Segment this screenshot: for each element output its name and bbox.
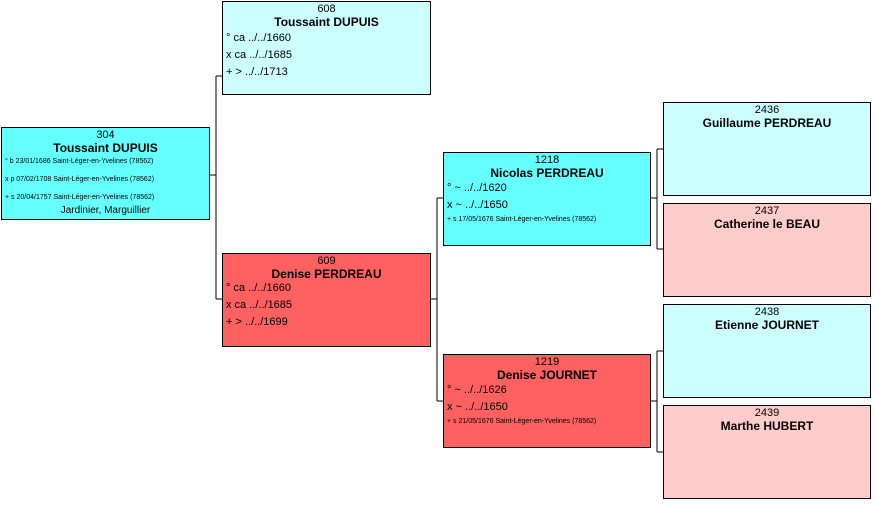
person-card-2439[interactable]: 2439 Marthe HUBERT: [663, 405, 871, 499]
death-event: + s 20/04/1757 Saint-Léger-en-Yvelines (…: [5, 194, 155, 201]
occupation: Jardinier, Marguillier: [60, 205, 151, 216]
death-event: + s 21/05/1676 Saint-Léger-en-Yvelines (…: [447, 418, 597, 425]
person-card-1219[interactable]: 1219 Denise JOURNET ° ~ ../../1626 x ~ .…: [443, 354, 651, 448]
person-name: Toussaint DUPUIS: [274, 15, 379, 29]
person-name: Denise JOURNET: [496, 368, 598, 382]
person-name: Marthe HUBERT: [720, 419, 814, 433]
person-number: 1219: [534, 356, 560, 368]
person-card-1218[interactable]: 1218 Nicolas PERDREAU ° ~ ../../1620 x ~…: [443, 152, 651, 246]
person-card-2437[interactable]: 2437 Catherine le BEAU: [663, 203, 871, 297]
birth-event: ° ~ ../../1626: [447, 384, 507, 396]
marriage-event: x p 07/02/1708 Saint-Léger-en-Yvelines (…: [5, 176, 155, 183]
person-name: Etienne JOURNET: [714, 318, 819, 332]
birth-event: ° b 23/01/1686 Saint-Léger-en-Yvelines (…: [5, 158, 154, 165]
person-number: 2437: [754, 205, 780, 217]
person-number: 609: [317, 255, 336, 267]
person-number: 2439: [754, 407, 780, 419]
person-number: 2438: [754, 306, 780, 318]
death-event: + s 17/05/1676 Saint-Léger-en-Yvelines (…: [447, 216, 597, 223]
birth-event: ° ca ../../1660: [226, 32, 291, 44]
person-number: 304: [96, 129, 115, 141]
marriage-event: x ~ ../../1650: [447, 401, 508, 413]
person-name: Guillaume PERDREAU: [702, 116, 832, 130]
person-name: Toussaint DUPUIS: [53, 141, 158, 155]
person-card-304[interactable]: 304 Toussaint DUPUIS ° b 23/01/1686 Sain…: [1, 127, 210, 220]
birth-event: ° ~ ../../1620: [447, 182, 507, 194]
person-number: 2436: [754, 104, 780, 116]
person-card-609[interactable]: 609 Denise PERDREAU ° ca ../../1660 x ca…: [222, 253, 431, 347]
marriage-event: x ~ ../../1650: [447, 199, 508, 211]
person-number: 608: [317, 3, 336, 15]
marriage-event: x ca ../../1685: [226, 49, 293, 61]
person-name: Denise PERDREAU: [271, 267, 382, 281]
death-event: + > ../../1713: [226, 66, 288, 78]
person-number: 1218: [534, 154, 560, 166]
person-card-608[interactable]: 608 Toussaint DUPUIS ° ca ../../1660 x c…: [222, 1, 431, 95]
person-name: Nicolas PERDREAU: [490, 166, 604, 180]
person-card-2438[interactable]: 2438 Etienne JOURNET: [663, 304, 871, 398]
person-name: Catherine le BEAU: [713, 217, 821, 231]
death-event: + > ../../1699: [226, 316, 288, 328]
marriage-event: x ca ../../1685: [226, 299, 293, 311]
person-card-2436[interactable]: 2436 Guillaume PERDREAU: [663, 102, 871, 196]
birth-event: ° ca ../../1660: [226, 282, 291, 294]
